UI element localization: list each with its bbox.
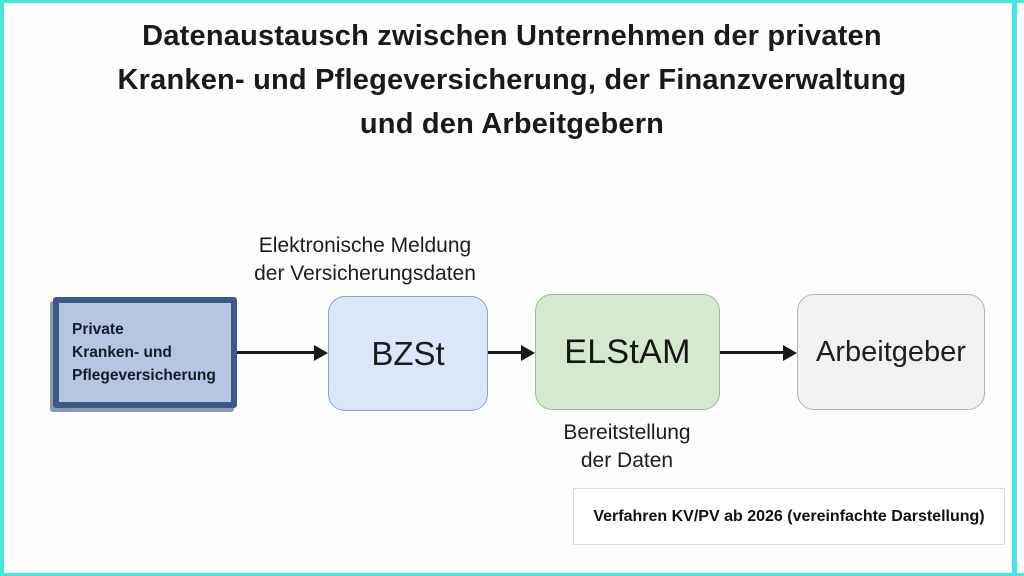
flow-label-elektronische-meldung: Elektronische Meldung der Versicherungsd… xyxy=(254,234,476,285)
node-arbeitgeber-label: Arbeitgeber xyxy=(816,335,966,368)
arrow-elstam-to-arbeitgeber-icon xyxy=(720,351,784,354)
node-pkv-label: Private Kranken- und Pflegeversicherung xyxy=(72,321,216,384)
slide-title: Datenaustausch zwischen Unternehmen der … xyxy=(117,20,907,140)
node-elstam-label: ELStAM xyxy=(564,332,691,371)
node-bzst: BZSt xyxy=(328,296,488,411)
arrow-pkv-to-bzst-icon xyxy=(237,351,315,354)
node-arbeitgeber: Arbeitgeber xyxy=(797,294,985,410)
caption-text: Verfahren KV/PV ab 2026 (vereinfachte Da… xyxy=(593,507,985,525)
arrow-bzst-to-elstam-icon xyxy=(488,351,522,354)
node-bzst-label: BZSt xyxy=(371,334,445,372)
frame-border-left xyxy=(0,0,4,576)
frame-border-bottom xyxy=(0,573,1024,576)
flow-label-bereitstellung-der-daten: Bereitstellung der Daten xyxy=(563,421,691,472)
node-private-kranken-pflegeversicherung: Private Kranken- und Pflegeversicherung xyxy=(53,297,237,408)
node-elstam: ELStAM xyxy=(535,294,720,410)
frame-border-right xyxy=(1012,0,1017,576)
caption-box: Verfahren KV/PV ab 2026 (vereinfachte Da… xyxy=(573,488,1005,545)
frame-border-top xyxy=(0,0,1024,3)
